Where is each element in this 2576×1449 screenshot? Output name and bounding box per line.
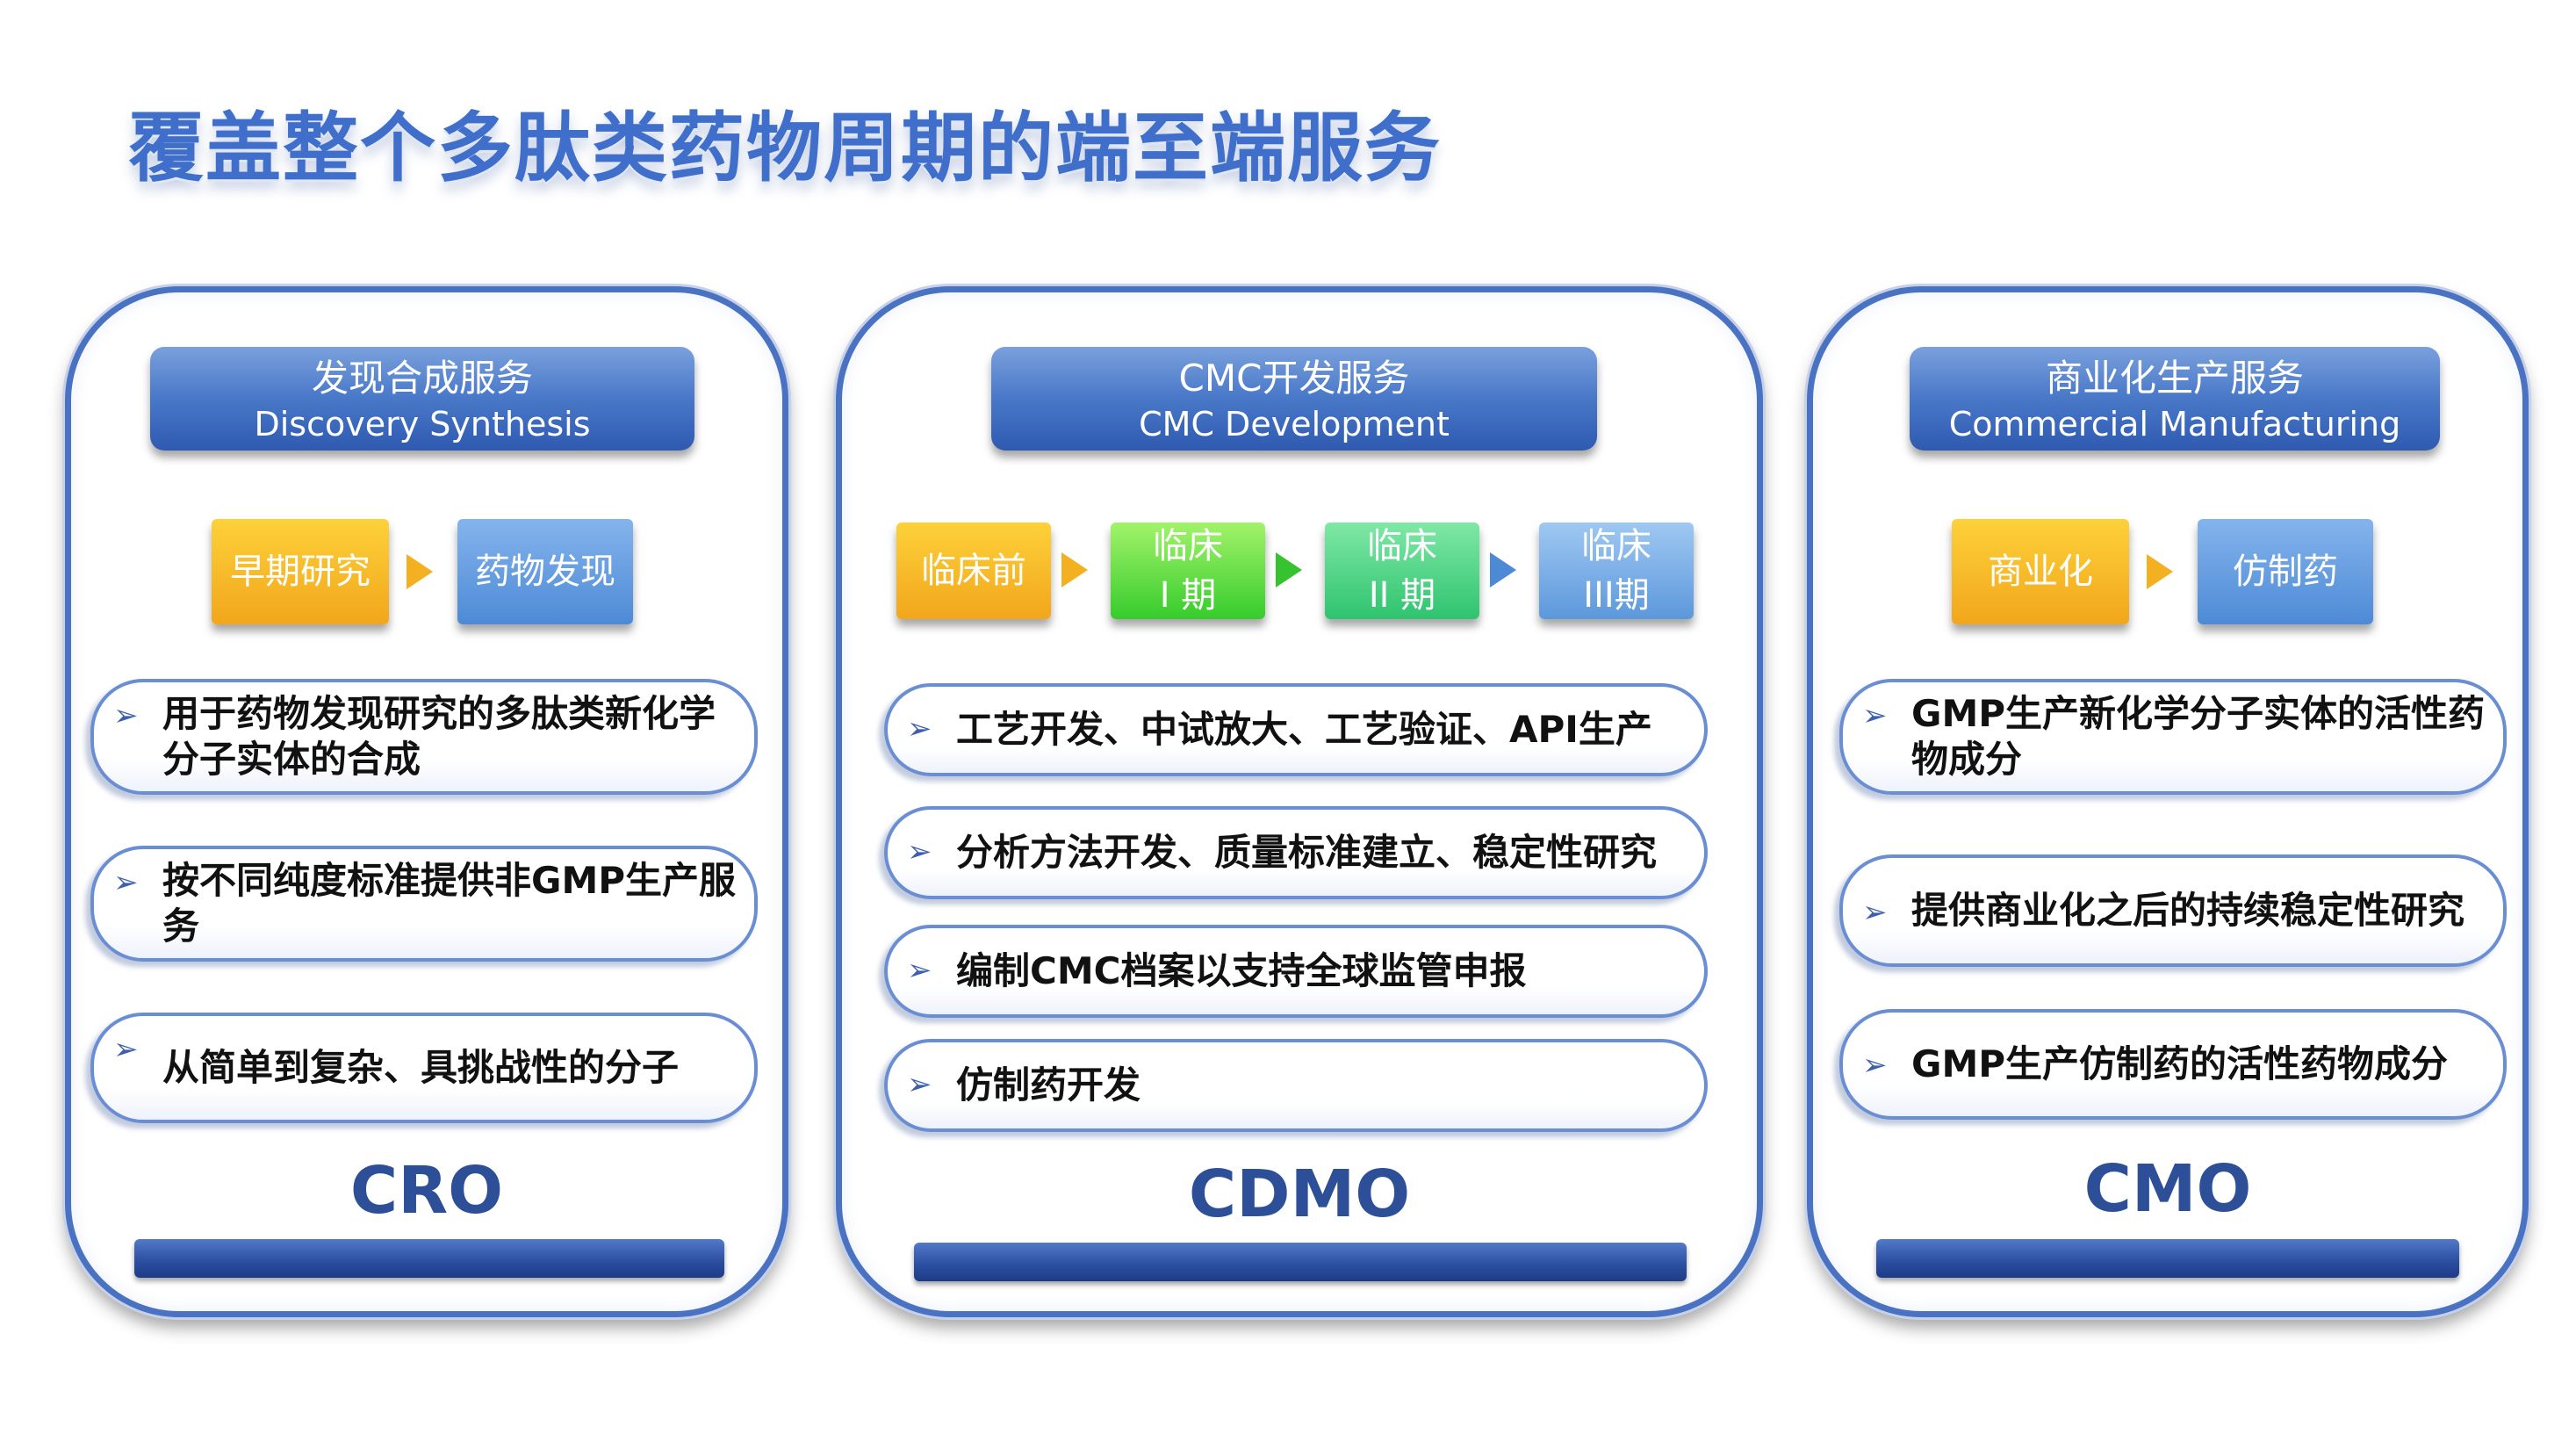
cro-item-text: 用于药物发现研究的多肽类新化学分子实体的合成 [162,692,716,781]
cmo-item-2: ➢ 提供商业化之后的持续稳定性研究 [1839,854,2507,967]
cdmo-step-preclinical: 临床前 [896,523,1051,619]
cro-item-text: 从简单到复杂、具挑战性的分子 [162,1046,680,1089]
cdmo-item-text: 工艺开发、中试放大、工艺验证、API生产 [956,708,1652,751]
cmo-header-zh: 商业化生产服务 [2045,357,2304,400]
cmo-step-commercialization: 商业化 [1952,519,2129,624]
cro-base-bar [134,1239,724,1278]
cmo-label: CMO [2083,1151,2252,1227]
cro-step-label: 早期研究 [230,551,371,592]
cdmo-item-3: ➢ 编制CMC档案以支持全球监管申报 [884,925,1708,1018]
cmo-item-text: GMP生产新化学分子实体的活性药物成分 [1911,692,2486,781]
flow-arrow-icon [2147,554,2173,589]
cmo-header: 商业化生产服务 Commercial Manufacturing [1910,347,2440,451]
bullet-arrow-icon: ➢ [907,1067,932,1102]
bullet-arrow-icon: ➢ [1862,895,1888,930]
bullet-arrow-icon: ➢ [113,1032,139,1067]
cmo-step-label: 仿制药 [2233,551,2338,592]
flow-arrow-icon [1490,552,1516,588]
cro-item-3: ➢ 从简单到复杂、具挑战性的分子 [90,1013,758,1123]
cro-label: CRO [349,1153,504,1229]
cdmo-item-text: 分析方法开发、质量标准建立、稳定性研究 [956,831,1658,874]
cro-header-en: Discovery Synthesis [254,405,591,443]
cdmo-step-phase: II 期 [1368,575,1436,616]
cmo-step-generic-drug: 仿制药 [2198,519,2373,624]
cdmo-step-label: 临床 [1581,526,1651,566]
cdmo-item-text: 编制CMC档案以支持全球监管申报 [956,949,1527,992]
cdmo-step-label: 临床 [1367,526,1437,566]
cmo-base-bar [1876,1239,2459,1278]
cdmo-item-4: ➢ 仿制药开发 [884,1039,1708,1132]
bullet-arrow-icon: ➢ [907,834,932,869]
cdmo-header: CMC开发服务 CMC Development [991,347,1597,451]
cmo-item-3: ➢ GMP生产仿制药的活性药物成分 [1839,1009,2507,1120]
flow-arrow-icon [1276,552,1302,588]
cro-item-1: ➢ 用于药物发现研究的多肽类新化学分子实体的合成 [90,679,758,795]
cdmo-item-text: 仿制药开发 [956,1063,1141,1107]
cdmo-base-bar [914,1243,1687,1281]
flow-arrow-icon [407,554,433,589]
cro-item-2: ➢ 按不同纯度标准提供非GMP生产服务 [90,846,758,962]
page-title: 覆盖整个多肽类药物周期的端至端服务 [128,105,1442,192]
cdmo-step-phase-1: 临床 I 期 [1111,523,1265,619]
cro-step-label: 药物发现 [475,551,615,592]
cmo-item-text: GMP生产仿制药的活性药物成分 [1911,1042,2449,1085]
cmo-item-1: ➢ GMP生产新化学分子实体的活性药物成分 [1839,679,2507,795]
bullet-arrow-icon: ➢ [907,953,932,988]
cdmo-step-label: 临床 [1153,526,1223,566]
bullet-arrow-icon: ➢ [907,711,932,746]
cdmo-step-phase: I 期 [1159,575,1217,616]
cro-step-early-research: 早期研究 [212,519,389,624]
cmo-step-label: 商业化 [1988,551,2093,592]
cdmo-item-2: ➢ 分析方法开发、质量标准建立、稳定性研究 [884,806,1708,899]
cdmo-step-phase: III期 [1583,575,1650,616]
bullet-arrow-icon: ➢ [1862,698,1888,733]
panel-cro: 发现合成服务 Discovery Synthesis 早期研究 药物发现 ➢ 用… [65,286,788,1317]
cmo-header-en: Commercial Manufacturing [1948,405,2401,443]
cro-header: 发现合成服务 Discovery Synthesis [150,347,694,451]
bullet-arrow-icon: ➢ [113,865,139,900]
cdmo-header-zh: CMC开发服务 [1178,357,1410,400]
cdmo-label: CDMO [1188,1157,1411,1232]
cro-step-drug-discovery: 药物发现 [457,519,633,624]
bullet-arrow-icon: ➢ [1862,1048,1888,1083]
bullet-arrow-icon: ➢ [113,698,139,733]
cdmo-step-label: 临床前 [921,551,1026,591]
panel-cmo: 商业化生产服务 Commercial Manufacturing 商业化 仿制药… [1807,286,2529,1317]
cdmo-item-1: ➢ 工艺开发、中试放大、工艺验证、API生产 [884,683,1708,776]
cdmo-step-phase-3: 临床 III期 [1539,523,1694,619]
cdmo-step-phase-2: 临床 II 期 [1325,523,1479,619]
cro-item-text: 按不同纯度标准提供非GMP生产服务 [162,859,737,948]
cdmo-header-en: CMC Development [1139,405,1450,443]
panel-cdmo: CMC开发服务 CMC Development 临床前 临床 I 期 临床 II… [836,286,1763,1317]
flow-arrow-icon [1061,552,1088,588]
cmo-item-text: 提供商业化之后的持续稳定性研究 [1911,889,2465,932]
cro-header-zh: 发现合成服务 [311,357,533,400]
